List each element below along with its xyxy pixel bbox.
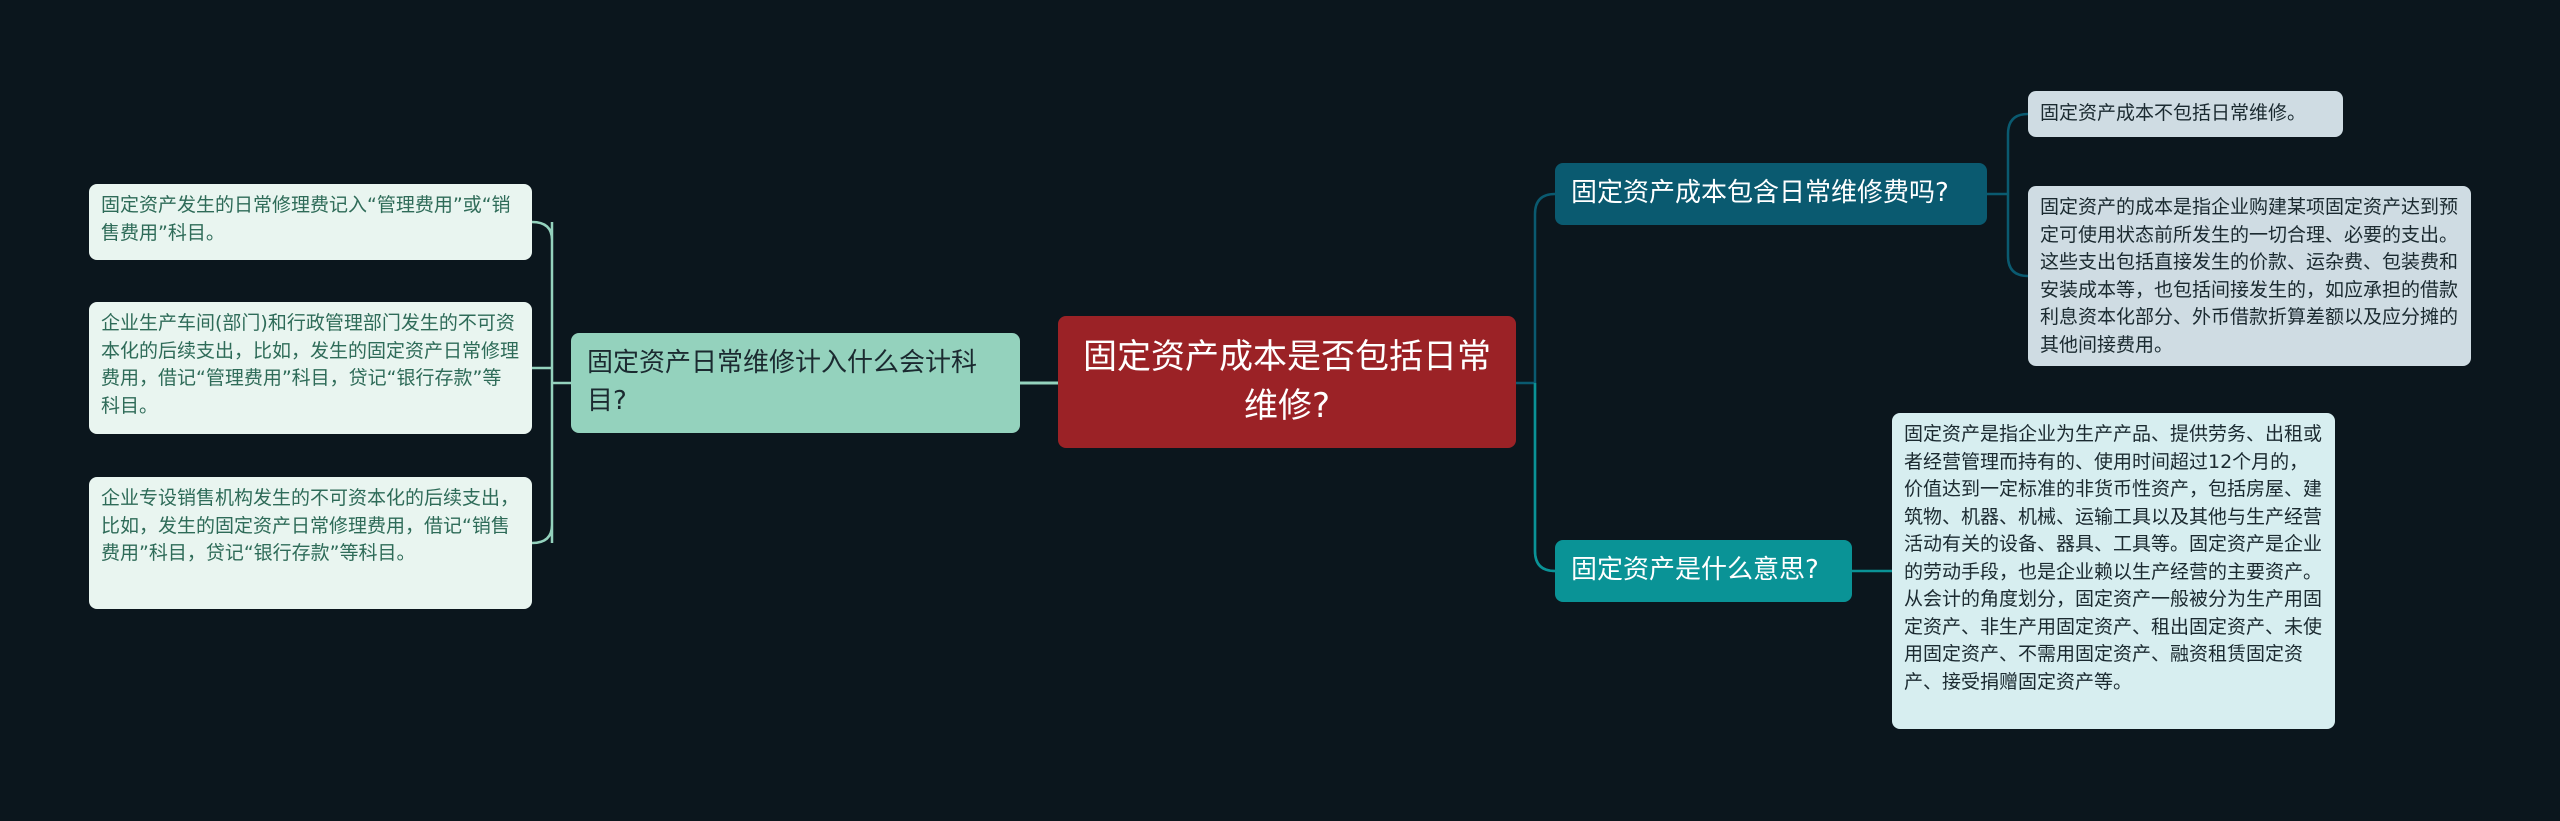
leaf-text: 固定资产的成本是指企业购建某项固定资产达到预定可使用状态前所发生的一切合理、必要… — [2040, 196, 2459, 356]
leaf-text: 企业生产车间(部门)和行政管理部门发生的不可资本化的后续支出，比如，发生的固定资… — [101, 312, 520, 417]
leaf-fixed-asset-definition[interactable]: 固定资产是指企业为生产产品、提供劳务、出租或者经营管理而持有的、使用时间超过12… — [1892, 413, 2335, 729]
leaf-cost-definition[interactable]: 固定资产的成本是指企业购建某项固定资产达到预定可使用状态前所发生的一切合理、必要… — [2028, 186, 2471, 366]
connector-r1-leaves — [1987, 112, 2029, 278]
leaf-text: 固定资产发生的日常修理费记入“管理费用”或“销售费用”科目。 — [101, 194, 511, 244]
branch-fixed-asset-meaning-label: 固定资产是什么意思? — [1571, 555, 1819, 586]
leaf-workshop-admin-expense[interactable]: 企业生产车间(部门)和行政管理部门发生的不可资本化的后续支出，比如，发生的固定资… — [89, 302, 532, 434]
leaf-cost-excludes-repair[interactable]: 固定资产成本不包括日常维修。 — [2028, 91, 2343, 137]
root-topic[interactable]: 固定资产成本是否包括日常维修? — [1058, 316, 1516, 448]
branch-cost-includes-repair[interactable]: 固定资产成本包含日常维修费吗? — [1555, 163, 1987, 225]
branch-cost-includes-repair-label: 固定资产成本包含日常维修费吗? — [1571, 178, 1949, 209]
leaf-text: 企业专设销售机构发生的不可资本化的后续支出，比如，发生的固定资产日常修理费用，借… — [101, 487, 520, 565]
connector-root-right — [1516, 192, 1556, 573]
leaf-daily-repair-expense[interactable]: 固定资产发生的日常修理费记入“管理费用”或“销售费用”科目。 — [89, 184, 532, 260]
connector-root-right-2 — [1533, 383, 1556, 573]
branch-fixed-asset-meaning[interactable]: 固定资产是什么意思? — [1555, 540, 1852, 602]
leaf-text: 固定资产是指企业为生产产品、提供劳务、出租或者经营管理而持有的、使用时间超过12… — [1904, 423, 2323, 693]
root-topic-label: 固定资产成本是否包括日常维修? — [1083, 336, 1491, 426]
branch-accounting-subject[interactable]: 固定资产日常维修计入什么会计科目? — [571, 333, 1020, 433]
branch-accounting-subject-label: 固定资产日常维修计入什么会计科目? — [587, 348, 978, 416]
leaf-text: 固定资产成本不包括日常维修。 — [2040, 102, 2307, 125]
leaf-sales-agency-expense[interactable]: 企业专设销售机构发生的不可资本化的后续支出，比如，发生的固定资产日常修理费用，借… — [89, 477, 532, 609]
connector-left-leaves — [531, 220, 571, 545]
